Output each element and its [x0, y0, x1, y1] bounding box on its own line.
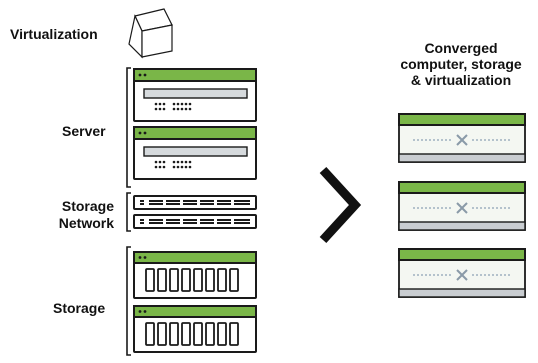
- disk-array-icon: [133, 305, 257, 353]
- network-switch-icon: [133, 195, 257, 210]
- storage-network-label-line2: Network: [58, 215, 114, 231]
- converged-title-line3: & virtualization: [410, 72, 512, 88]
- server-label: Server: [62, 123, 106, 139]
- converged-node-icon: [398, 113, 526, 163]
- converged-node-icon: [398, 248, 526, 298]
- converged-title-line2: computer, storage: [400, 56, 522, 72]
- storage-network-label-line1: Storage: [61, 198, 114, 214]
- chevron-right-icon: [319, 166, 362, 244]
- network-switch-icon: [133, 214, 257, 229]
- storage-group-bracket: [126, 246, 131, 356]
- server-rack-icon: [133, 126, 257, 180]
- converged-title-line1: Converged: [424, 40, 498, 56]
- disk-array-icon: [133, 251, 257, 299]
- server-rack-icon: [133, 68, 257, 122]
- cube-icon: [128, 8, 173, 59]
- virtualization-label: Virtualization: [10, 26, 98, 42]
- network-group-bracket: [126, 192, 131, 232]
- server-group-bracket: [126, 67, 131, 188]
- storage-label: Storage: [53, 300, 106, 316]
- converged-title: Converged computer, storage & virtualiza…: [384, 40, 538, 88]
- converged-node-icon: [398, 181, 526, 231]
